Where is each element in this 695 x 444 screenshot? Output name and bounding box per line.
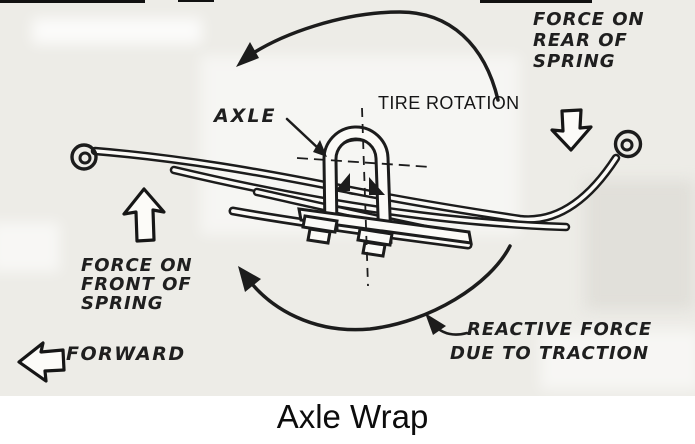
label-line: DUE TO TRACTION (450, 343, 650, 364)
scan-border (0, 0, 592, 3)
reactive-leader (425, 313, 469, 336)
label-line: REAR OF (533, 30, 628, 51)
axle-plate (297, 207, 473, 245)
arrowhead (238, 266, 261, 292)
title-strip (0, 396, 695, 444)
label-line: FORCE ON (81, 255, 193, 276)
label-line: SPRING (81, 293, 164, 314)
leaf-spring (90, 146, 621, 250)
label-line: SPRING (533, 51, 616, 72)
axle-leader (285, 117, 327, 157)
label-line: FRONT OF (81, 274, 192, 295)
spring-eye-left (70, 143, 98, 171)
spring-eye-right (613, 129, 643, 159)
label-reactive-force-due-to-traction: REACTIVE FORCE DUE TO TRACTION (450, 318, 652, 366)
label-force-on-front-of-spring: FORCE ON FRONT OF SPRING (81, 256, 193, 313)
force-front-arrow (122, 187, 166, 243)
u-bolt-nuts (301, 214, 394, 258)
arrowhead (236, 42, 259, 67)
force-rear-arrow (550, 108, 593, 152)
arrowhead (425, 313, 446, 335)
diagram-title: Axle Wrap (276, 398, 429, 435)
label-forward: FORWARD (66, 343, 186, 365)
arrowhead (313, 140, 327, 157)
label-line: REACTIVE FORCE (467, 319, 653, 340)
label-axle: AXLE (214, 105, 277, 127)
u-bolt (322, 125, 393, 245)
reaction-arrow (238, 244, 512, 332)
axle-locator-arrowheads (335, 173, 385, 195)
axle-centerlines (296, 107, 432, 287)
label-force-on-rear-of-spring: FORCE ON REAR OF SPRING (533, 9, 645, 72)
forward-arrow (17, 341, 66, 383)
tire-rotation-arrow (236, 10, 500, 102)
label-line: FORCE ON (533, 9, 645, 30)
label-tire-rotation: TIRE ROTATION (378, 93, 520, 113)
